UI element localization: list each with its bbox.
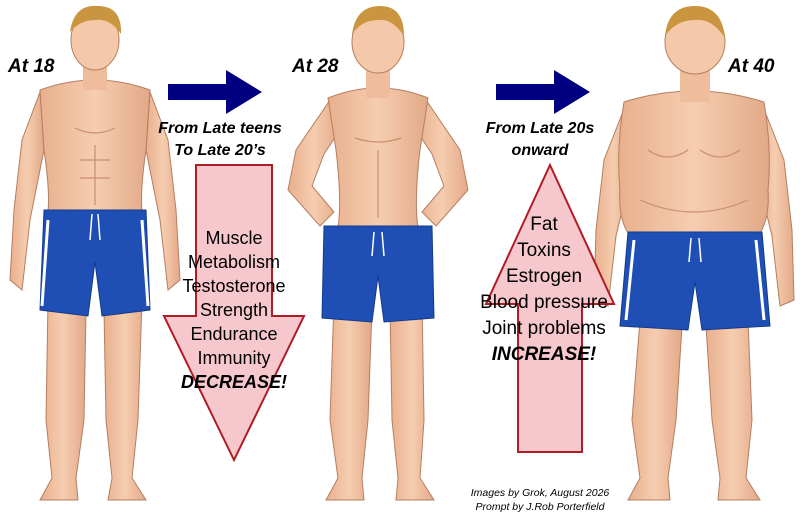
decrease-item: Immunity bbox=[197, 348, 271, 368]
phase-caption-line: From Late teens bbox=[158, 120, 282, 137]
right-arrow-icon bbox=[168, 70, 262, 114]
phase-caption-line: From Late 20s bbox=[485, 120, 595, 137]
decrease-item: Testosterone bbox=[182, 276, 286, 296]
down-arrow-icon bbox=[162, 164, 306, 463]
decrease-list: Muscle Metabolism Testosterone Strength … bbox=[154, 226, 314, 394]
figure-age-40 bbox=[593, 6, 795, 501]
age-label-40: At 40 bbox=[728, 56, 775, 77]
phase-caption-line: To Late 20’s bbox=[174, 142, 266, 159]
figure-age-28 bbox=[287, 6, 469, 501]
up-arrow-icon bbox=[484, 162, 616, 453]
phase-caption-line: onward bbox=[511, 142, 569, 159]
age-label-18: At 18 bbox=[8, 56, 55, 77]
increase-item: Toxins bbox=[517, 240, 571, 261]
decrease-label: DECREASE! bbox=[180, 372, 287, 392]
credit-line: Prompt by J.Rob Porterfield bbox=[475, 501, 605, 513]
increase-item: Joint problems bbox=[482, 318, 606, 339]
increase-item: Blood pressure bbox=[480, 292, 608, 313]
image-credits: Images by Grok, August 2026 Prompt by J.… bbox=[440, 486, 640, 514]
credit-line: Images by Grok, August 2026 bbox=[470, 487, 610, 499]
increase-list: Fat Toxins Estrogen Blood pressure Joint… bbox=[460, 212, 628, 368]
increase-item: Fat bbox=[530, 214, 558, 235]
decrease-item: Metabolism bbox=[187, 252, 281, 272]
increase-item: Estrogen bbox=[505, 266, 583, 287]
decrease-item: Strength bbox=[199, 300, 269, 320]
decrease-item: Endurance bbox=[190, 324, 278, 344]
right-arrow-icon bbox=[496, 70, 590, 114]
increase-label: INCREASE! bbox=[491, 344, 597, 365]
age-label-28: At 28 bbox=[292, 56, 339, 77]
phase-caption-early: From Late teens To Late 20’s bbox=[140, 118, 300, 162]
figure-age-18 bbox=[9, 5, 181, 501]
phase-caption-later: From Late 20s onward bbox=[470, 118, 610, 162]
decrease-item: Muscle bbox=[205, 228, 263, 248]
